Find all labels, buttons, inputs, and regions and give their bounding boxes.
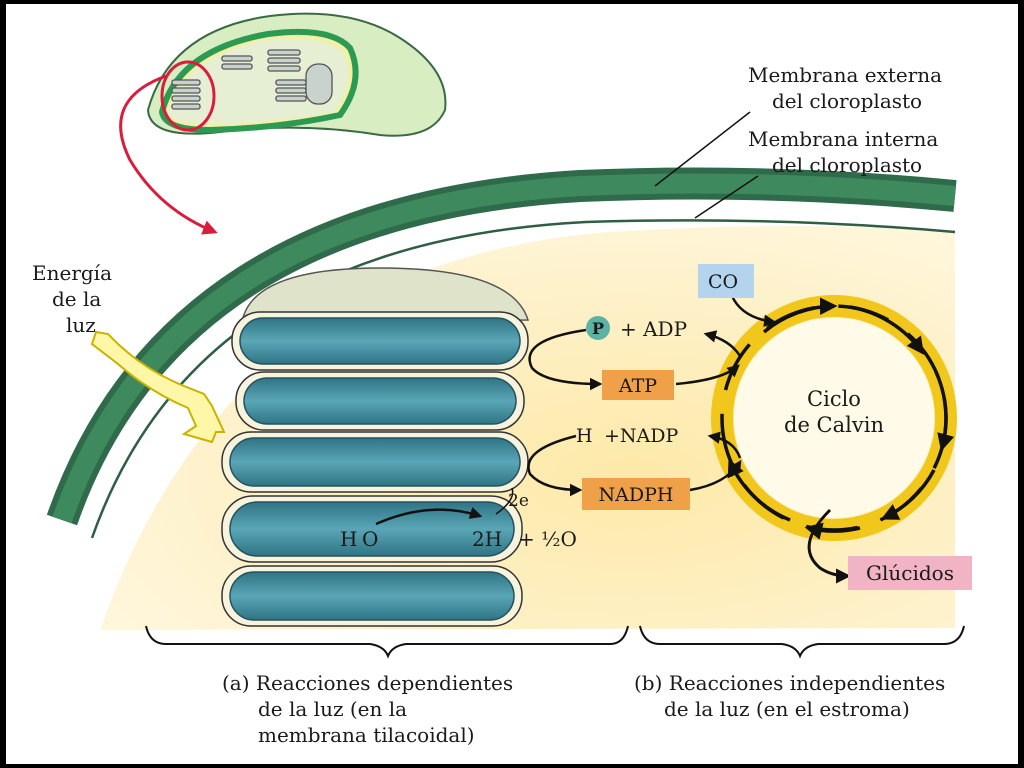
section-a-label-1: (a) Reacciones dependientes [222,671,513,695]
electron-arrow [495,487,514,515]
section-b-label-2: de la luz (en el estroma) [664,697,910,721]
brace-a [145,625,629,659]
glucidos-label: Glúcidos [866,561,954,585]
h-label: H [576,425,593,447]
nadph-box [582,478,690,510]
adp-to-atp-arrow [528,328,603,391]
glucidos-arrow [807,508,851,584]
outer-membrane-leader [654,111,751,187]
nadp-to-nadph-arrow [527,434,583,497]
calvin-label-2: de Calvin [784,413,884,437]
inner-membrane-leader [694,175,759,219]
nadph-to-calvin-arrow [689,459,742,492]
light-energy-arrow [90,330,226,444]
atp-to-calvin-arrow [675,364,740,386]
inset-highlight-circle [160,60,216,132]
atp-label: ATP [618,375,657,397]
phosphate-circle [586,316,610,340]
section-b-label-1: (b) Reacciones independientes [634,671,945,695]
calvin-cycle [711,295,957,541]
section-a-label-3: membrana tilacoidal) [258,723,475,747]
water-o-label: O [362,527,378,551]
inner-membrane-label-1: Membrana interna [748,127,938,151]
nadph-label: NADPH [599,484,674,506]
calvin-to-nadp-arrow [707,431,742,459]
granum-top-cap [241,267,530,323]
zoom-arrow [119,74,218,235]
oxygen-label: + ½O [518,527,577,551]
protons-label: 2H [472,527,502,551]
phosphate-label: P [592,319,604,338]
calvin-to-adp-arrow [703,330,742,357]
light-energy-label-3: luz [66,313,96,337]
calvin-label-1: Ciclo [807,387,861,411]
water-h-label: H [340,527,357,551]
atp-box [602,370,674,400]
outer-membrane-label-1: Membrana externa [748,63,942,87]
light-energy-label-2: de la [52,287,101,311]
co2-arrow [730,295,777,327]
glucidos-box [848,556,972,590]
adp-label: + ADP [620,317,687,341]
section-a-label-2: de la luz (en la [258,697,407,721]
outer-membrane-label-2: del cloroplasto [772,89,922,113]
co2-box [698,264,754,298]
co2-label: CO [708,271,738,293]
nadp-label: +NADP [604,425,678,447]
inner-membrane-label-2: del cloroplasto [772,153,922,177]
chloroplast-inset [146,12,447,137]
grana-stack [221,267,530,627]
light-energy-label-1: Energía [32,261,112,285]
brace-b [639,625,965,659]
electrons-label: 2e [508,491,529,511]
water-split-arrow [375,507,483,526]
